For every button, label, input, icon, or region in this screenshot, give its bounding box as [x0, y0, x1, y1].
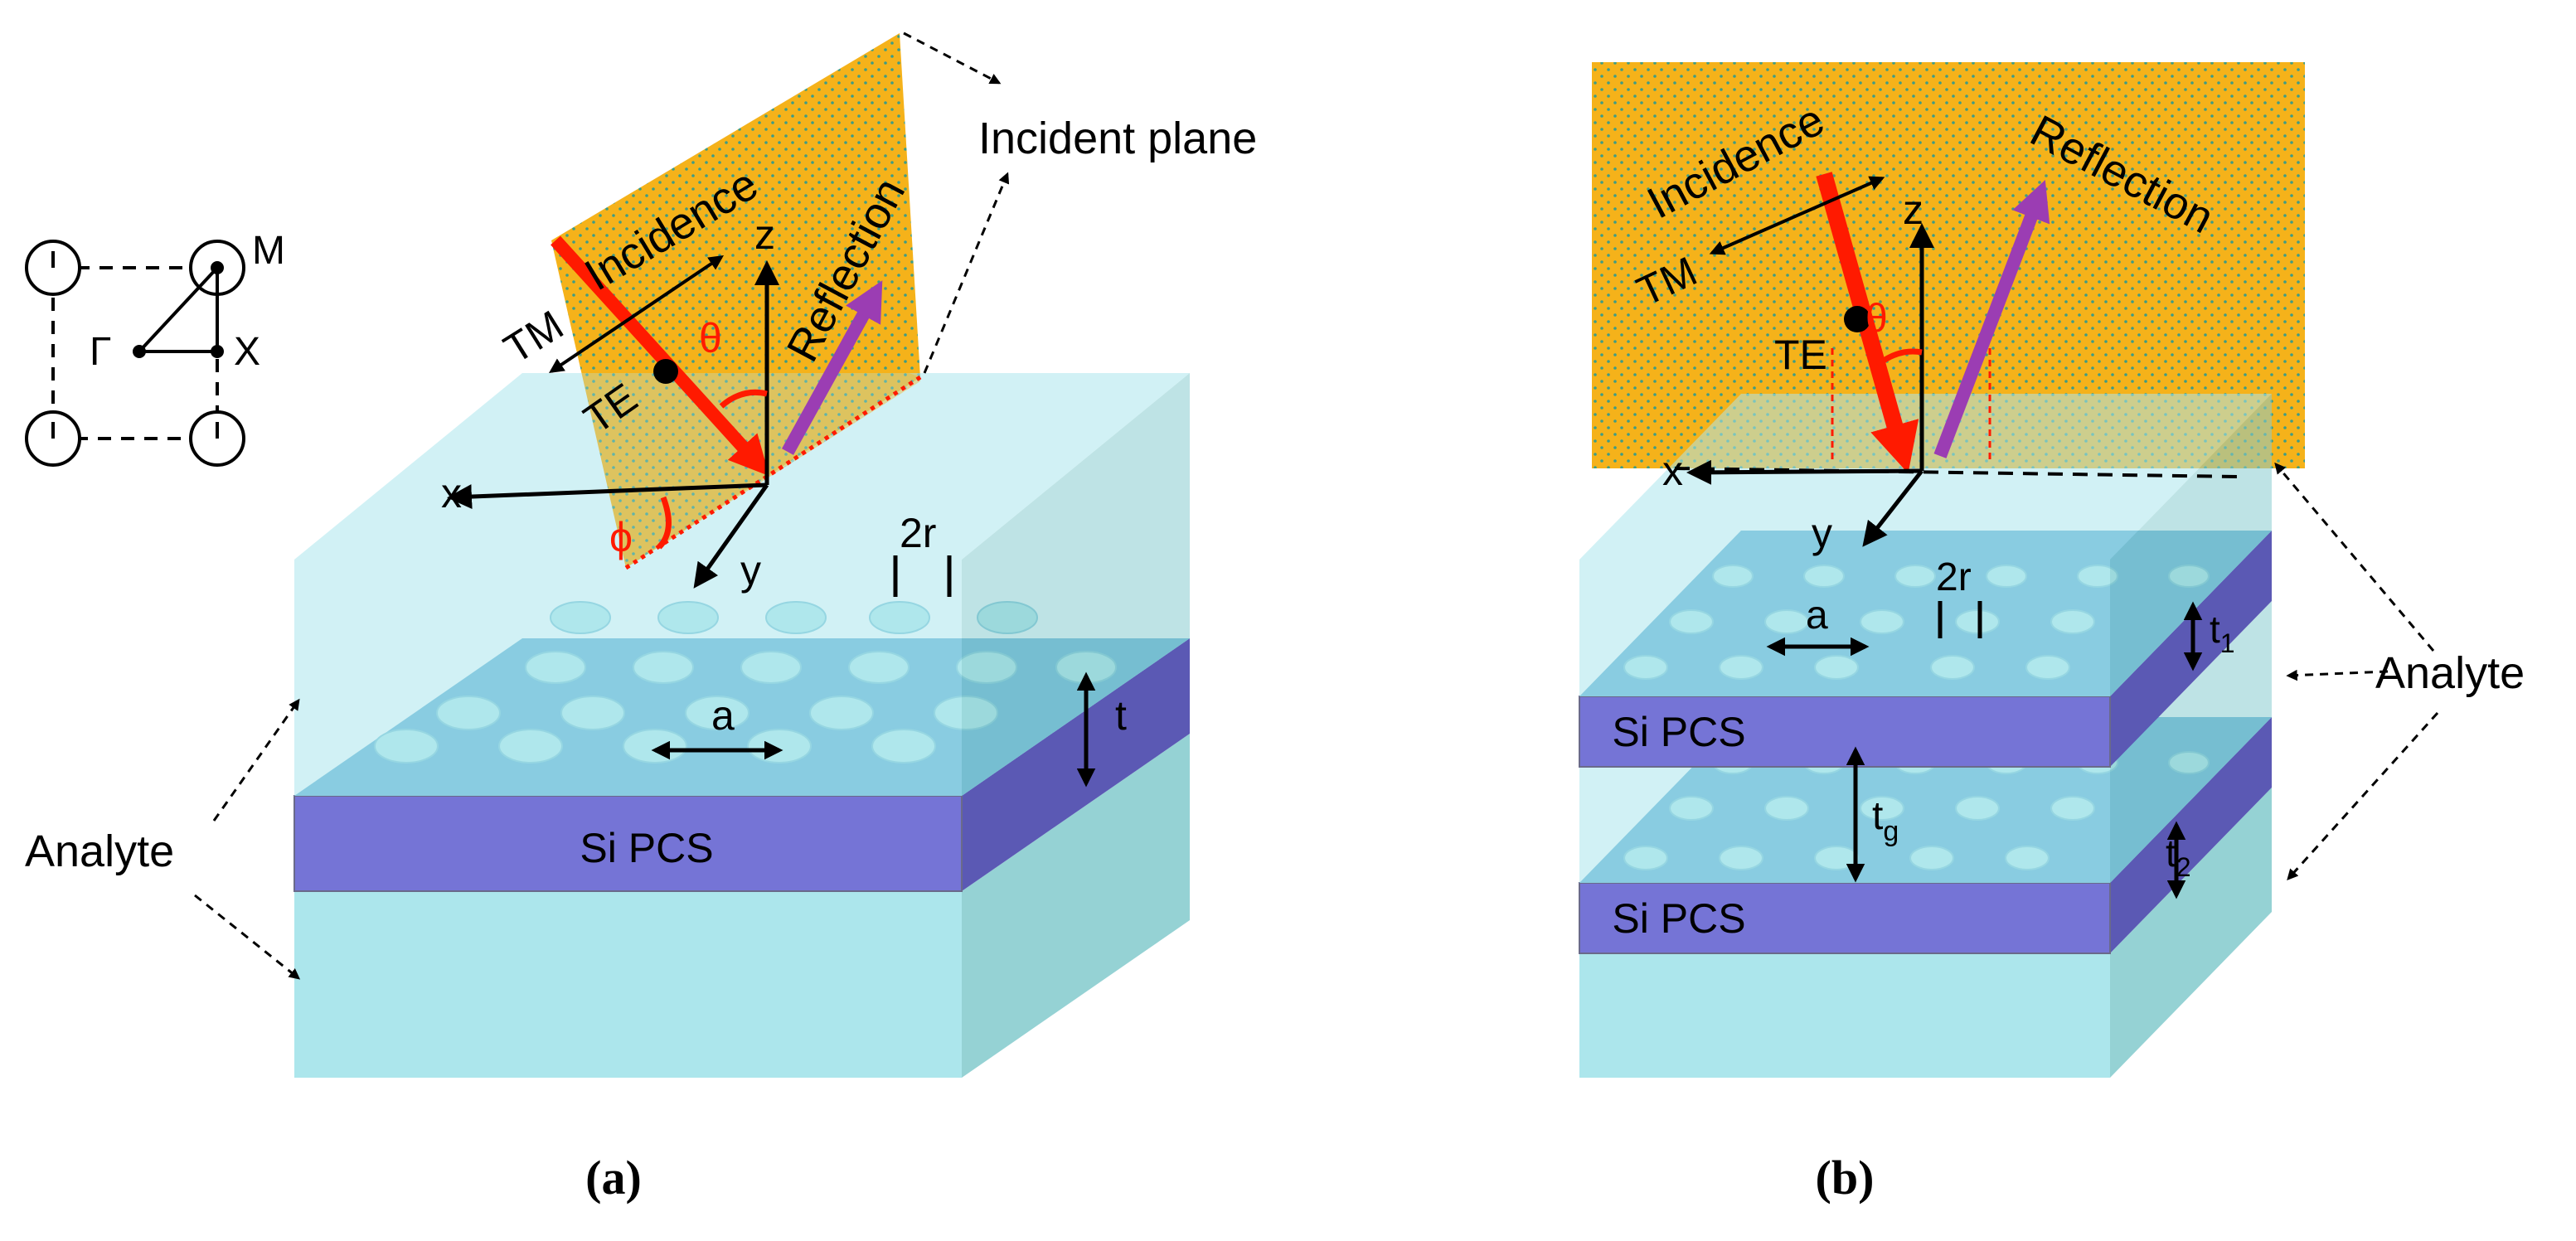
b-analyte-top-front-face: [1579, 560, 2110, 696]
tm-polarization-arrow: [549, 255, 724, 374]
b-axis-y-label: y: [1812, 510, 1832, 556]
bz-gamma-label: Γ: [90, 330, 111, 374]
b-analyte-top-right-face: [2110, 394, 2272, 696]
b-t1-label: t1: [2210, 608, 2235, 658]
b-radius-marker: [1938, 601, 1982, 638]
axis-x-label: x: [441, 470, 462, 516]
bz-x-label: X: [234, 330, 260, 374]
callout-arrows-a: [194, 32, 1010, 980]
panel-b: Incidence Reflection TM TE θ x y z 2r a …: [1579, 62, 2525, 1205]
panel-a: Γ X M: [25, 32, 1257, 1205]
b-axis-z-label: z: [1903, 187, 1924, 233]
b-slab2-right-face: [2110, 717, 2272, 953]
b-slab1-front-face: [1579, 696, 2111, 768]
slab-right-face: [962, 638, 1190, 891]
tm-label: TM: [496, 302, 571, 373]
b-analyte-bottom-front-face: [1579, 953, 2110, 1078]
slab-front-face: [293, 795, 963, 892]
te-polarization-dot: [653, 359, 678, 384]
b-theta-arc: [1875, 348, 1923, 367]
analyte-top-front-face: [294, 560, 962, 796]
b-tg-label: tg: [1872, 794, 1899, 847]
analyte-label: Analyte: [25, 827, 174, 876]
b-te-polarization-dot: [1844, 306, 1870, 332]
analyte-bottom-front-face: [294, 891, 962, 1078]
b-t2-label: t2: [2166, 831, 2191, 882]
b-axis-x-label: x: [1662, 448, 1683, 494]
b-analyte-gap-right-face: [2110, 601, 2272, 883]
b-slab2-label: Si PCS: [1612, 895, 1745, 942]
b-plane-intersection-line: [1674, 467, 2239, 478]
brillouin-zone-inset: [25, 240, 245, 467]
analyte-top-right-face: [962, 373, 1190, 796]
period-label: a: [711, 692, 735, 739]
slab-label: Si PCS: [580, 825, 713, 871]
phi-arc: [657, 496, 672, 550]
coordinate-axes: [447, 260, 779, 589]
b-analyte-label: Analyte: [2375, 648, 2525, 698]
caption-b: (b): [1816, 1151, 1875, 1205]
axis-z-label: z: [754, 211, 775, 258]
b-tm-polarization-arrow: [1709, 176, 1885, 255]
theta-label: θ: [699, 315, 722, 361]
callout-arrows-b: [2274, 462, 2439, 881]
b-period-label: a: [1806, 594, 1828, 637]
b-radius-label: 2r: [1936, 555, 1972, 599]
b-slab1-label: Si PCS: [1612, 709, 1745, 755]
b-theta-label: θ: [1865, 297, 1888, 341]
b-analyte-bottom-right-face: [2110, 788, 2272, 1078]
radius-marker: [893, 555, 952, 597]
b-reflection-beam: [1933, 180, 2050, 458]
incident-plane-label: Incident plane: [978, 114, 1257, 163]
radius-label: 2r: [900, 510, 936, 556]
reflection-beam: [781, 280, 883, 455]
analyte-bottom-right-face: [962, 734, 1190, 1078]
bz-irreducible-path: [135, 263, 219, 353]
bz-m-label: M: [252, 229, 285, 273]
b-slab2-front-face: [1579, 882, 2111, 954]
b-te-label: TE: [1774, 332, 1827, 378]
theta-arc: [719, 389, 768, 409]
b-analyte-top-top-face: [1579, 394, 2272, 560]
caption-a: (a): [585, 1151, 642, 1205]
phi-label: ϕ: [609, 514, 633, 560]
b-analyte-gap-front-face: [1579, 767, 2110, 883]
plane-intersection-line: [624, 375, 922, 570]
axis-y-label: y: [740, 547, 761, 594]
thickness-label: t: [1115, 692, 1127, 739]
